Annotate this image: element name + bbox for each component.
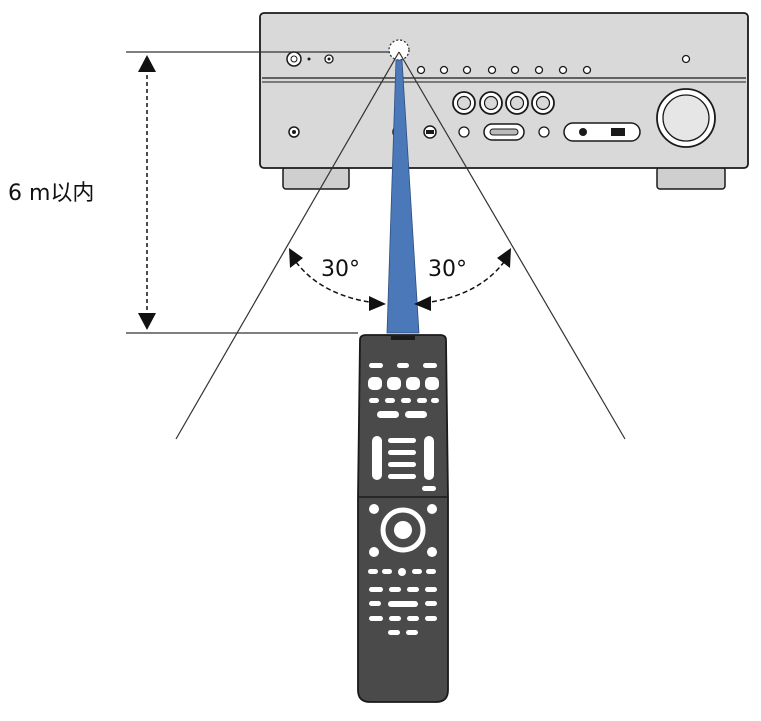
angle-arrow-head-right-bottom — [414, 296, 431, 311]
remote-control-icon — [357, 334, 449, 703]
distance-arrow-head-down — [138, 313, 156, 330]
receiver-foot-left — [282, 166, 350, 190]
reception-limit-line-left — [175, 51, 400, 440]
remote-sensor-icon — [388, 39, 410, 61]
angle-label-left: 30° — [321, 257, 360, 282]
angle-arrow-head-right-top — [497, 248, 511, 268]
usb-port-icon — [611, 128, 625, 136]
reception-limit-line-right — [398, 51, 626, 440]
ir-beam — [386, 59, 420, 334]
angle-arrow-head-left-bottom — [369, 296, 386, 311]
angle-arrow-head-left-top — [289, 248, 303, 268]
distance-label: 6 m以内 — [8, 181, 94, 206]
receiver-foot-right — [656, 166, 726, 190]
distance-arrow-head-up — [138, 55, 156, 72]
remote-nav-ring — [380, 507, 426, 553]
power-knob — [286, 51, 302, 67]
angle-arc-right — [423, 261, 505, 304]
av-receiver-icon — [259, 12, 749, 190]
tone-knobs — [452, 91, 555, 115]
angle-arc-left — [295, 261, 377, 304]
angle-label-right: 30° — [428, 257, 467, 282]
front-panel-buttons — [416, 54, 691, 75]
